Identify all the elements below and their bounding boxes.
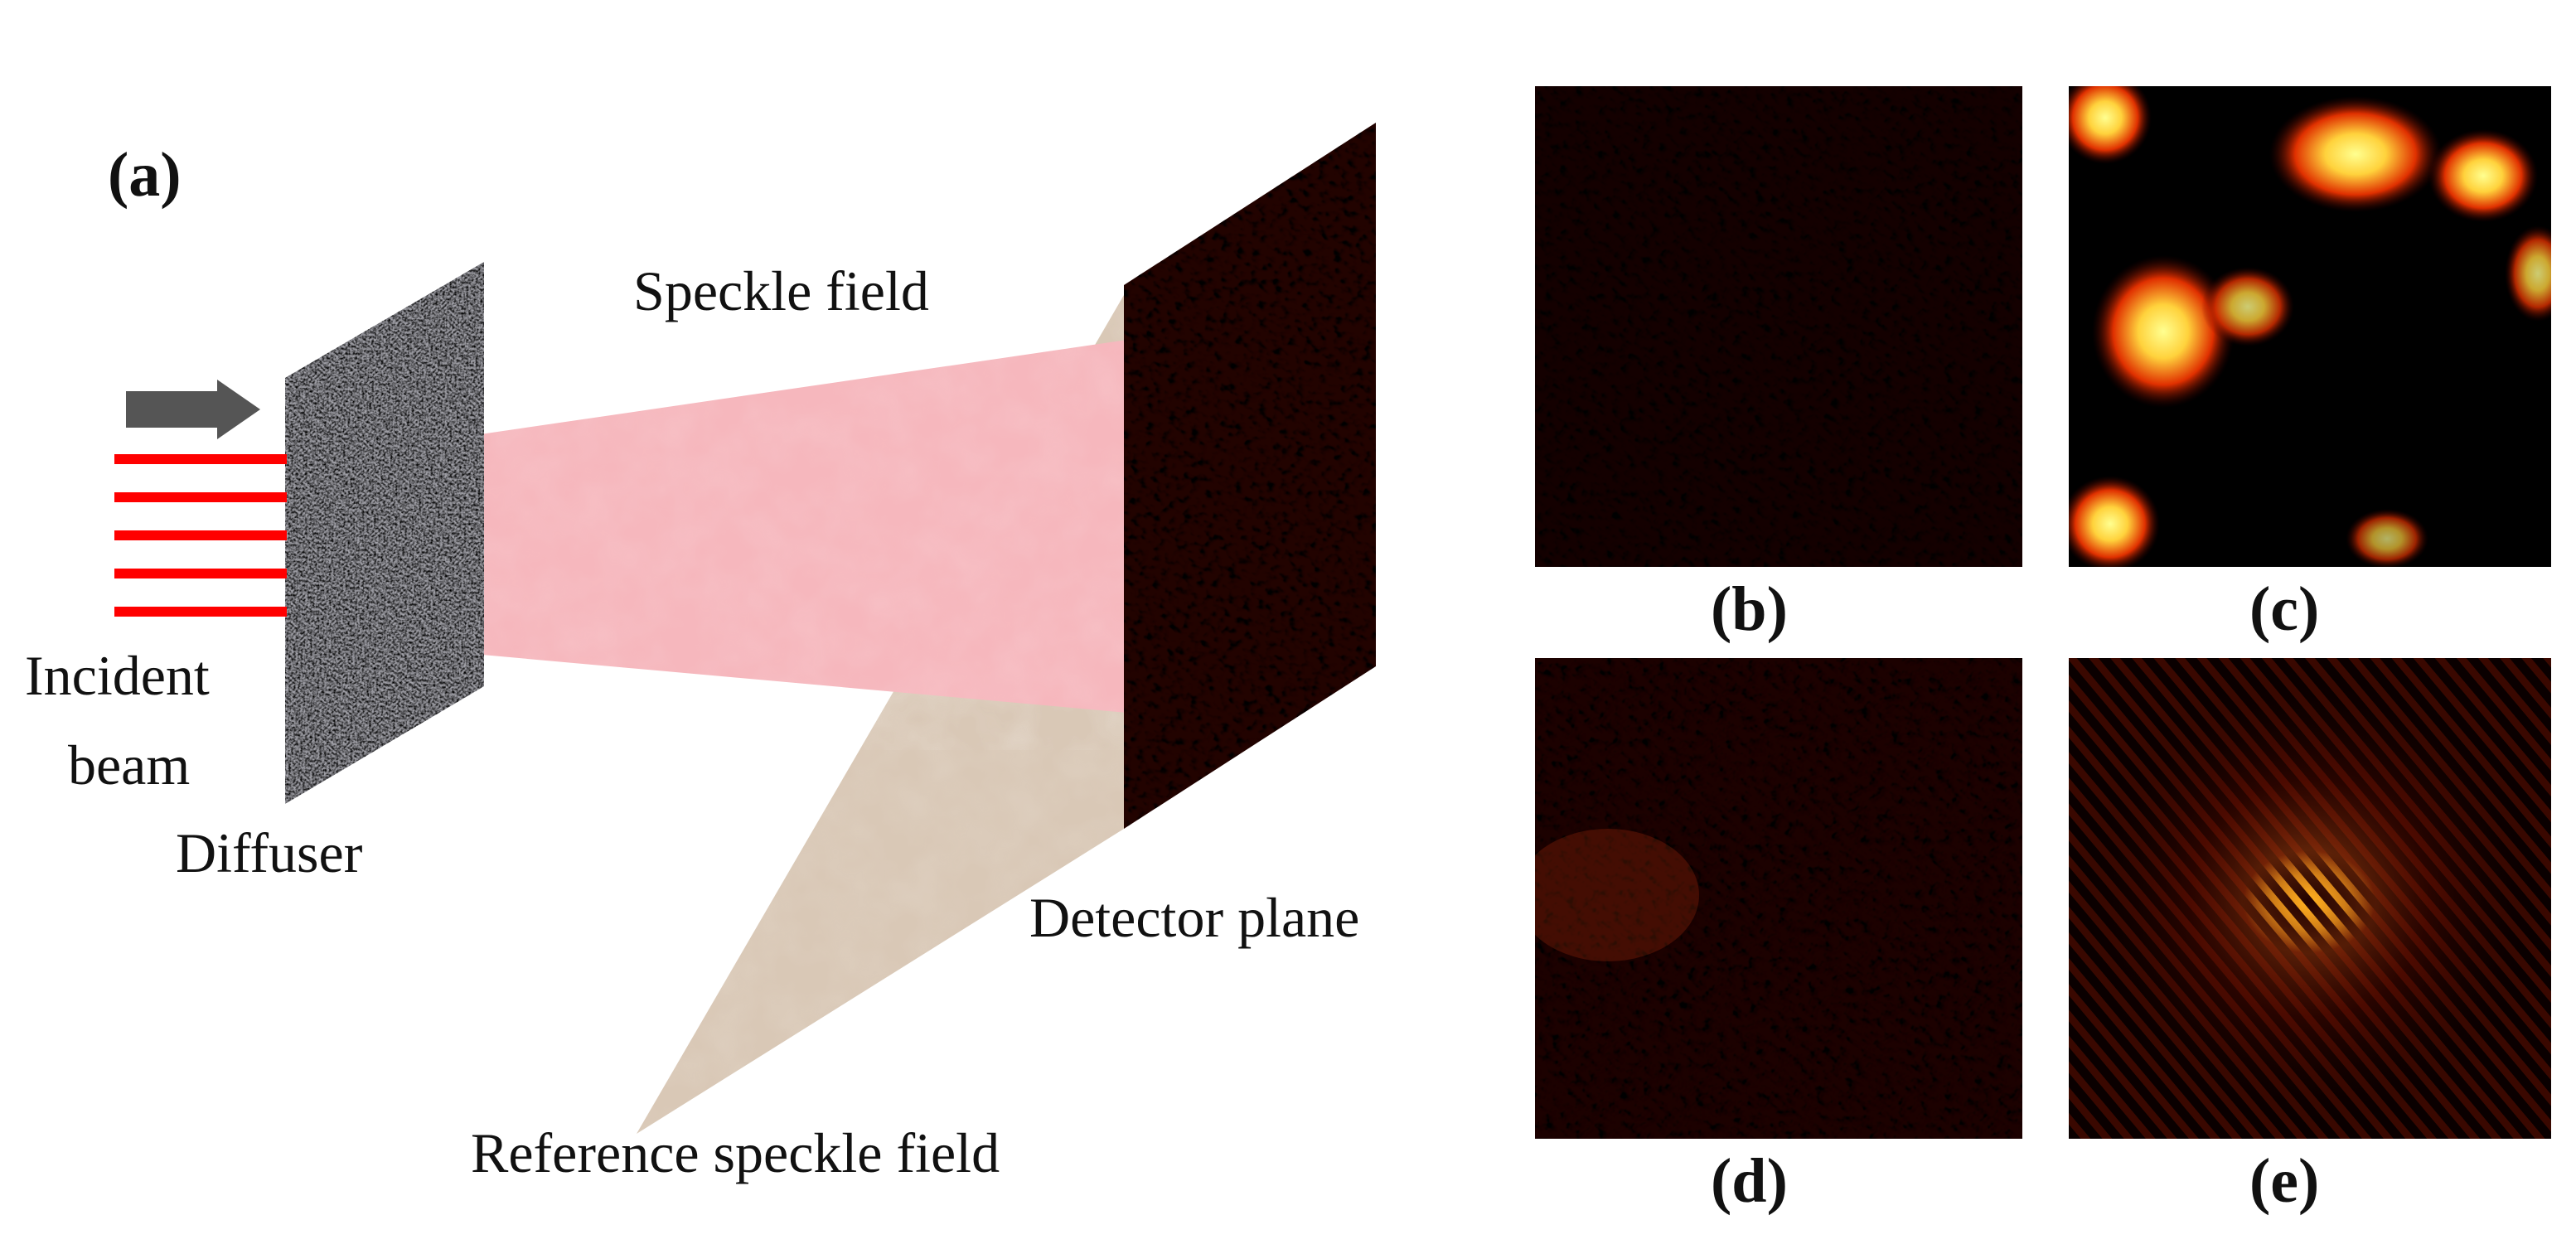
incident-label-line2: beam	[68, 733, 191, 796]
reference-speckle-field-label: Reference speckle field	[471, 1121, 1000, 1184]
incident-beam-stripes	[114, 454, 287, 617]
panel-a-label: (a)	[108, 140, 182, 210]
detector-plane	[1124, 123, 1376, 829]
panel-b-label: (b)	[1711, 574, 1788, 644]
panel-d-image	[1535, 658, 2022, 1139]
panel-c-label: (c)	[2249, 574, 2320, 644]
panel-c-image	[2069, 86, 2551, 567]
diffuser	[285, 262, 484, 804]
speckle-beam-texture	[390, 340, 1127, 713]
panel-e-label: (e)	[2249, 1146, 2320, 1216]
incident-label-line1: Incident	[25, 644, 210, 707]
speckle-field-label: Speckle field	[633, 259, 929, 322]
panel-e-image	[2069, 658, 2551, 1139]
diffuser-label: Diffuser	[176, 821, 363, 884]
incident-arrow-icon	[126, 380, 260, 439]
panel-b-image	[1535, 86, 2022, 567]
panel-d-label: (d)	[1711, 1146, 1788, 1216]
detector-plane-label: Detector plane	[1029, 886, 1360, 949]
